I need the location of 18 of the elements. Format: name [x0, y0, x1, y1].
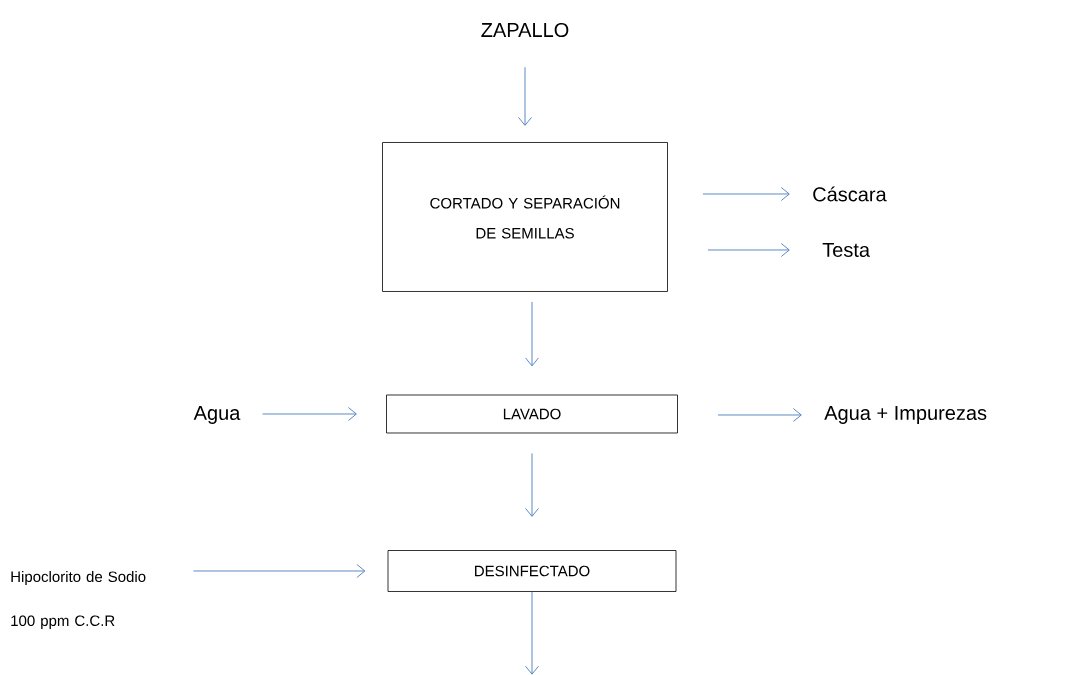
flow-label: Agua: [193, 406, 241, 424]
flow-label: Hipoclorito de Sodio 100 ppm C.C.R: [11, 571, 146, 629]
arrow: [717, 408, 802, 422]
process-box: LAVADO: [386, 394, 678, 434]
arrow: [707, 243, 790, 257]
arrow: [525, 452, 539, 517]
arrow: [192, 564, 366, 578]
arrow: [525, 301, 539, 367]
flow-label: Cáscara: [813, 186, 887, 202]
arrow: [525, 591, 539, 675]
process-box: CORTADO Y SEPARACIÓN DE SEMILLAS: [382, 142, 668, 292]
flow-label: ZAPALLO: [481, 22, 569, 38]
flow-label: Agua + Impurezas: [824, 406, 987, 424]
flow-label: Testa: [822, 243, 871, 257]
process-box: DESINFECTADO: [387, 550, 677, 592]
arrow: [262, 407, 357, 421]
arrow: [702, 187, 790, 201]
arrow: [518, 66, 532, 126]
